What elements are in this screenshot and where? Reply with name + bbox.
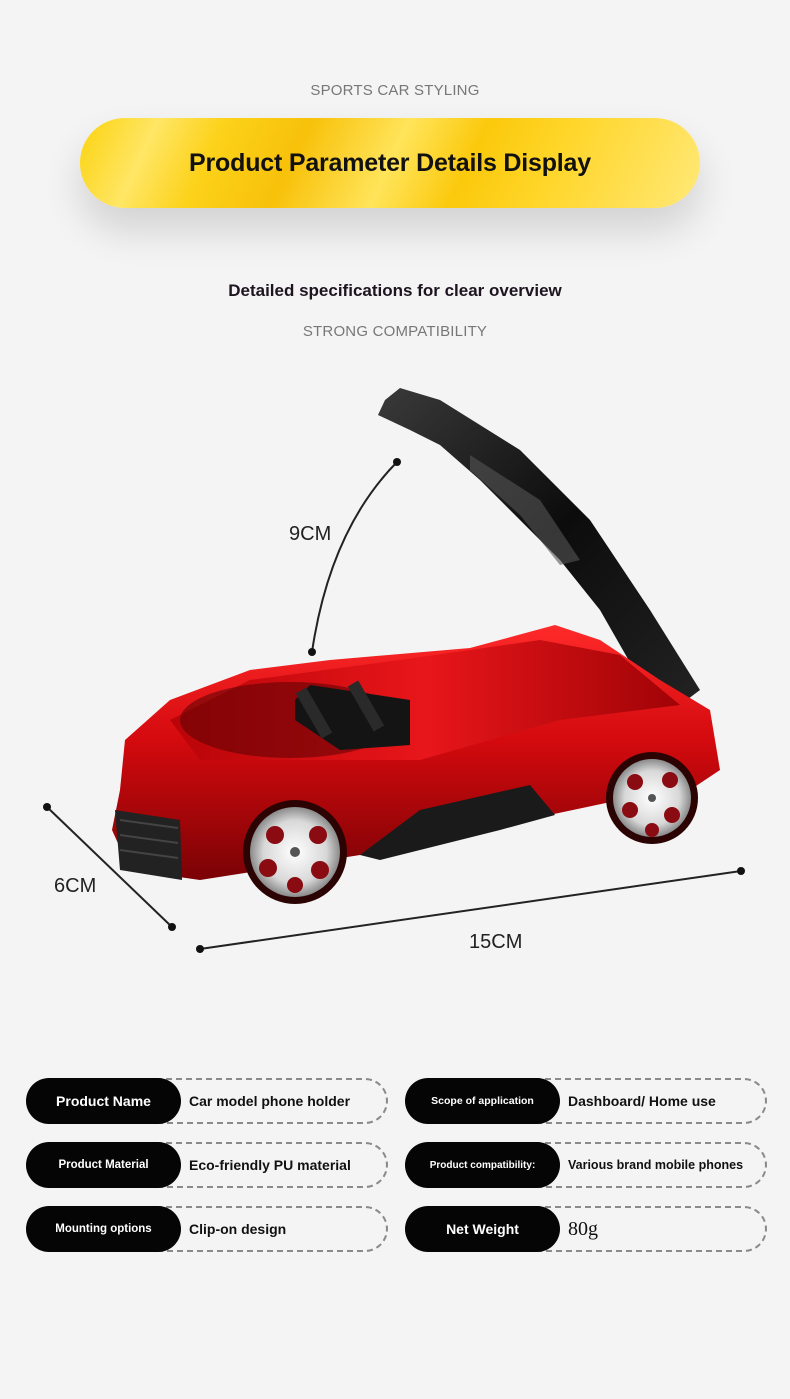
spec-scope-of-application: Scope of application Dashboard/ Home use: [405, 1078, 767, 1124]
spec-value: Car model phone holder: [189, 1093, 351, 1109]
spec-product-compatibility: Product compatibility: Various brand mob…: [405, 1142, 767, 1188]
spec-product-material: Product Material Eco-friendly PU materia…: [26, 1142, 388, 1188]
spec-value: Clip-on design: [189, 1221, 287, 1237]
spec-value: Eco-friendly PU material: [189, 1157, 351, 1173]
spec-value-outline: [156, 1078, 388, 1124]
spec-mounting-options: Mounting options Clip-on design: [26, 1206, 388, 1252]
title-banner: Product Parameter Details Display: [80, 118, 700, 208]
spec-key: Product Material: [26, 1142, 181, 1188]
compatibility-eyebrow: STRONG COMPATIBILITY: [302, 323, 488, 340]
spec-product-name: Product Name Car model phone holder: [26, 1078, 388, 1124]
width-dimension-label: 6CM: [54, 875, 97, 897]
spec-key: Mounting options: [26, 1206, 181, 1252]
rear-wheel: [606, 752, 698, 844]
spec-key: Product compatibility:: [405, 1142, 560, 1188]
spec-net-weight: Net Weight 80g: [405, 1206, 767, 1252]
section-eyebrow: SPORTS CAR STYLING: [310, 82, 480, 99]
page-subtitle: Detailed specifications for clear overvi…: [228, 281, 562, 300]
length-dimension-label: 15CM: [469, 931, 523, 953]
banner-title: Product Parameter Details Display: [189, 148, 591, 177]
spec-value-outline: [535, 1142, 767, 1188]
spec-value-outline: [535, 1206, 767, 1252]
spec-key: Net Weight: [405, 1206, 560, 1252]
spec-value: Various brand mobile phones: [568, 1158, 744, 1172]
car-phone-holder-illustration: [43, 388, 745, 953]
spec-key: Product Name: [26, 1078, 181, 1124]
product-figure: 9CM 6CM 15CM: [0, 370, 790, 970]
spec-value-outline: [156, 1206, 388, 1252]
spec-key: Scope of application: [405, 1078, 560, 1124]
front-wheel: [243, 800, 347, 904]
spec-value: Dashboard/ Home use: [568, 1093, 716, 1109]
spec-value-outline: [156, 1142, 388, 1188]
spec-value-outline: [535, 1078, 767, 1124]
spec-value: 80g: [568, 1217, 598, 1240]
height-dimension-label: 9CM: [289, 523, 332, 545]
